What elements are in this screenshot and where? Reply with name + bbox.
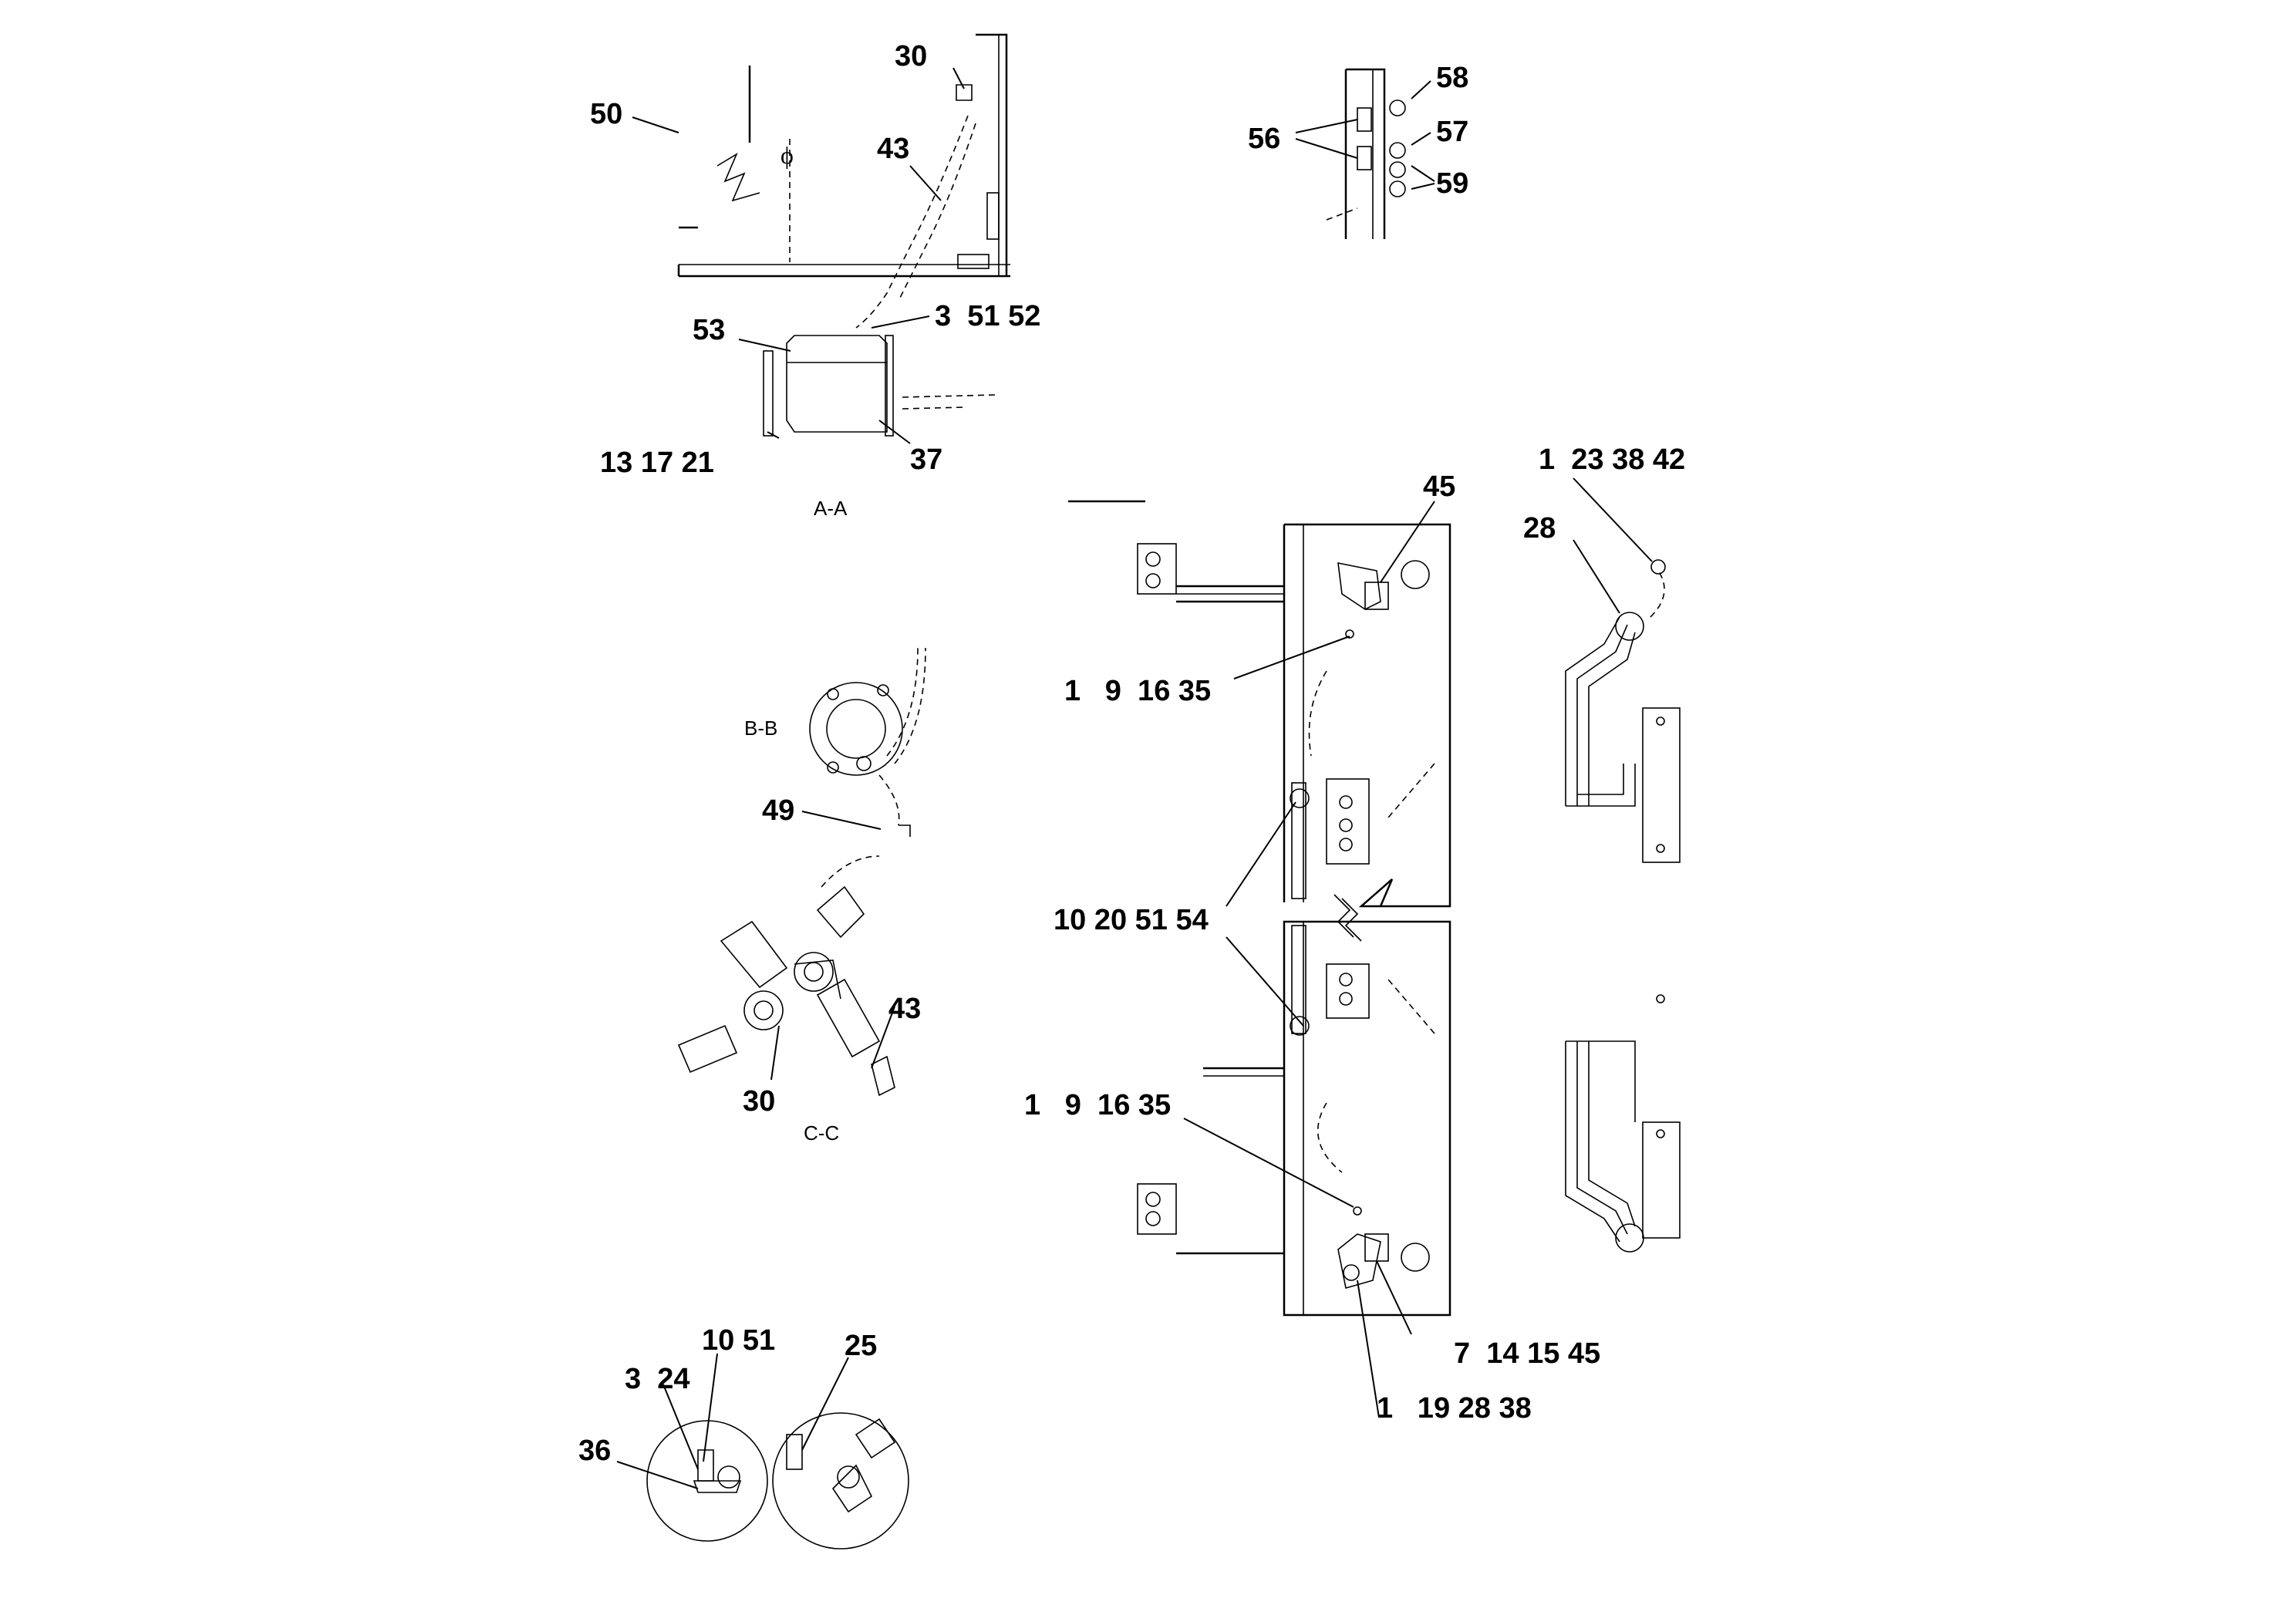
callout-top-59: 59: [1436, 167, 1468, 200]
main-panel-view: [1068, 500, 1451, 1418]
callout-top-57: 57: [1436, 116, 1468, 148]
callout-aa-30: 30: [895, 40, 927, 73]
callout-right-1-23-38-42: 1 23 38 42: [1539, 443, 1685, 476]
callout-cc-43: 43: [888, 993, 921, 1025]
callout-aa-53: 53: [693, 314, 725, 346]
callout-main-1-9-16-35-bottom: 1 9 16 35: [1024, 1089, 1171, 1121]
harness-view: [1565, 477, 1681, 1253]
callout-main-1-9-16-35-top: 1 9 16 35: [1064, 675, 1211, 707]
callout-top-58: 58: [1436, 62, 1468, 94]
callout-aa-50: 50: [590, 98, 622, 130]
callout-det-36: 36: [578, 1435, 611, 1467]
callout-main-7-14-15-45: 7 14 15 45: [1454, 1337, 1600, 1370]
callout-det-3-24: 3 24: [625, 1363, 690, 1395]
section-label-cc: C-C: [804, 1121, 839, 1145]
callout-top-56: 56: [1248, 123, 1280, 155]
svg-text:ϕ: ϕ: [781, 141, 794, 169]
section-aa-view: ϕ: [632, 33, 1010, 444]
callout-det-25: 25: [845, 1330, 877, 1362]
detail-circles-view: [616, 1353, 909, 1549]
connector-panel-view: [1295, 68, 1435, 239]
callout-aa-13-17-21: 13 17 21: [600, 447, 714, 479]
section-label-aa: A-A: [814, 497, 848, 520]
callout-main-1-19-28-38: 1 19 28 38: [1377, 1392, 1532, 1425]
callout-right-28: 28: [1523, 512, 1556, 545]
callout-det-10-51: 10 51: [702, 1324, 775, 1357]
section-cc-view: [677, 855, 895, 1097]
callout-aa-37: 37: [910, 443, 942, 476]
callout-aa-43: 43: [877, 133, 909, 165]
callout-aa-3-51-52: 3 51 52: [935, 300, 1040, 332]
callout-main-45: 45: [1423, 470, 1455, 503]
callout-bb-49: 49: [762, 794, 794, 827]
callout-main-10-20-51-54: 10 20 51 54: [1054, 904, 1209, 936]
section-label-bb: B-B: [744, 717, 777, 740]
section-bb-view: [801, 647, 926, 837]
callout-cc-30: 30: [743, 1085, 775, 1118]
